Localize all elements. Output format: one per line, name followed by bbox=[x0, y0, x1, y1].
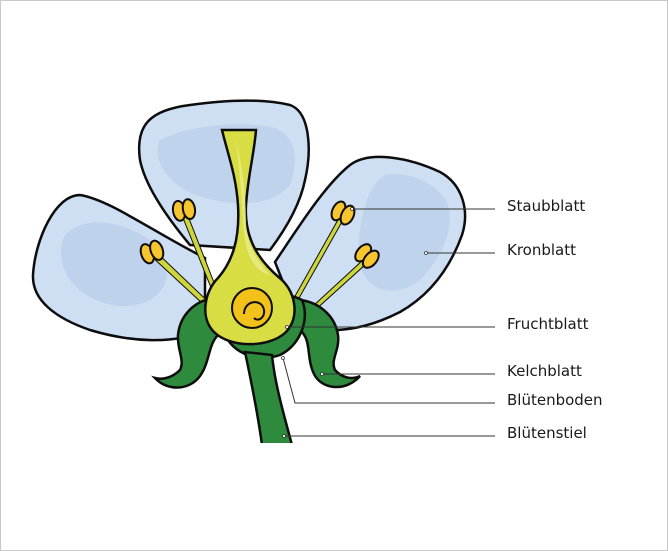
anther-2 bbox=[171, 198, 196, 222]
label-bluetenstiel: Blütenstiel bbox=[507, 424, 587, 442]
ovary-ovule bbox=[232, 288, 272, 328]
label-fruchtblatt: Fruchtblatt bbox=[507, 315, 589, 333]
label-kelchblatt: Kelchblatt bbox=[507, 362, 582, 380]
label-bluetenboden: Blütenboden bbox=[507, 391, 603, 409]
label-kronblatt: Kronblatt bbox=[507, 241, 576, 259]
stem-cut bbox=[255, 443, 297, 449]
label-staubblatt: Staubblatt bbox=[507, 197, 585, 215]
